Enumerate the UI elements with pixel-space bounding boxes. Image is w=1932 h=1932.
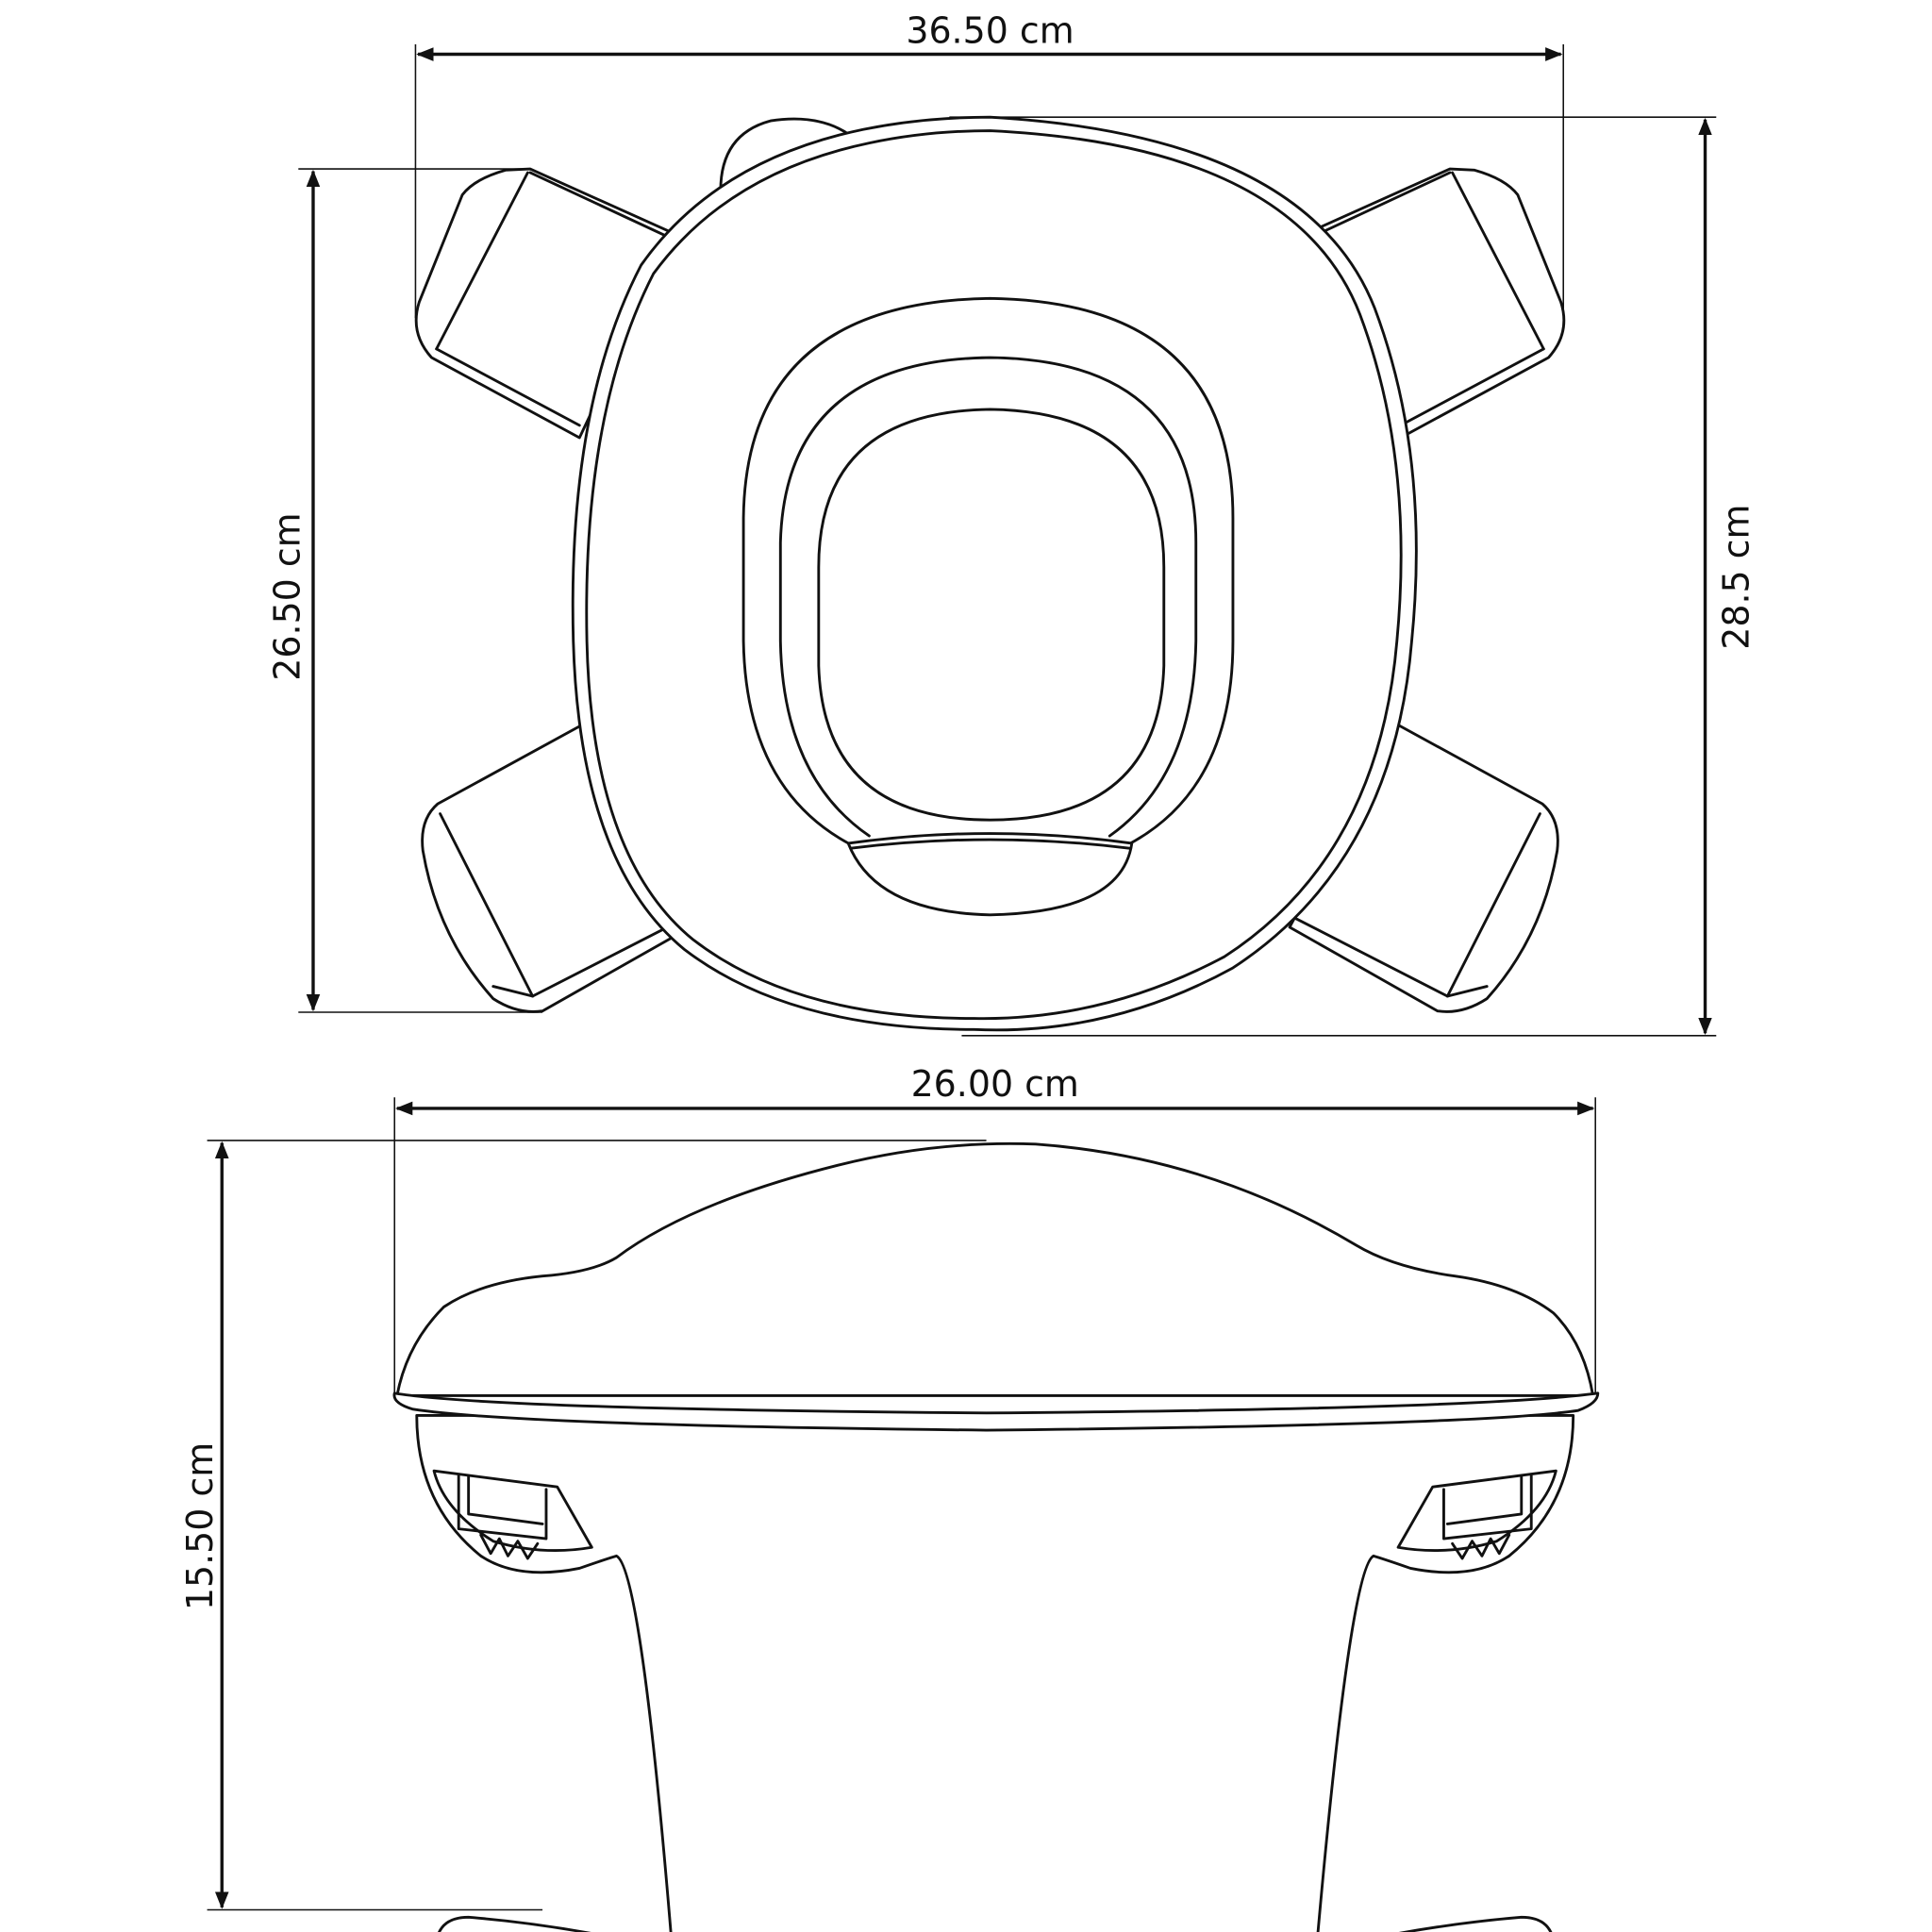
latch-right <box>1396 1469 1557 1560</box>
front-leg-right <box>1398 1915 1553 1932</box>
seat-top-dome <box>395 1141 1595 1397</box>
seat-inner-rim <box>585 129 1403 1021</box>
under-seat-shell <box>415 1413 1575 1932</box>
front-width-label: 26.00 cm <box>911 1063 1079 1105</box>
front-height-label: 15.50 cm <box>179 1442 221 1610</box>
latch-left <box>432 1469 593 1560</box>
front-leg-left <box>438 1915 591 1932</box>
leg-bottom-left <box>421 724 692 1013</box>
seat-opening-inner <box>817 408 1166 822</box>
front-view: 26.00 cm 15.50 cm <box>179 1063 1600 1932</box>
top-left-depth-label: 26.50 cm <box>267 512 308 680</box>
leg-bottom-right <box>1288 724 1559 1013</box>
seat-rim-lip <box>392 1391 1600 1432</box>
top-right-depth-label: 28.5 cm <box>1715 505 1757 650</box>
top-view: 36.50 cm 26.50 cm 28.5 cm <box>267 10 1757 1037</box>
splash-guard <box>846 832 1134 917</box>
seat-outer-rim <box>571 115 1418 1032</box>
seat-opening-middle <box>778 356 1198 838</box>
top-width-label: 36.50 cm <box>906 10 1074 52</box>
